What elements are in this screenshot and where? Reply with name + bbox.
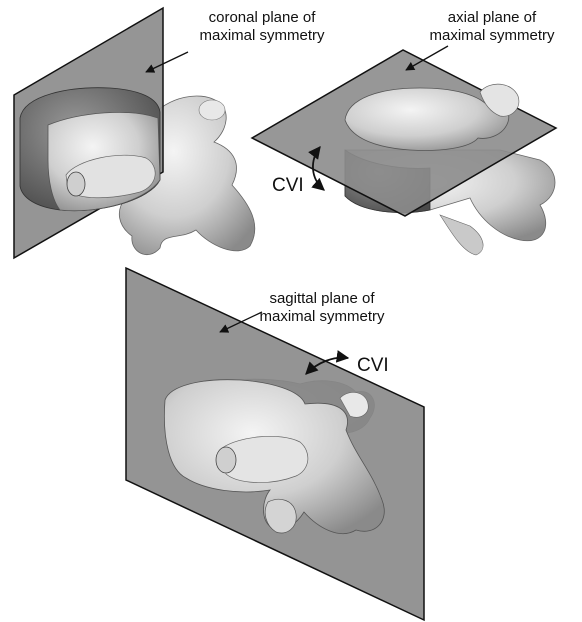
sagittal-panel: sagittal plane of maximal symmetry CVI xyxy=(126,268,424,620)
vertebral-body-coronal xyxy=(20,88,160,211)
sagittal-label-line2: maximal symmetry xyxy=(259,308,385,325)
axial-label-line2: maximal symmetry xyxy=(429,27,555,44)
coronal-label-line2: maximal symmetry xyxy=(199,27,325,44)
sagittal-cvi-label: CVI xyxy=(357,355,389,376)
coronal-label-line1: coronal plane of xyxy=(209,9,317,26)
axial-panel: axial plane of maximal symmetry CVI xyxy=(252,9,556,255)
axial-label-line1: axial plane of xyxy=(448,9,537,26)
axial-cvi-label: CVI xyxy=(272,175,304,196)
sagittal-label-line1: sagittal plane of xyxy=(269,290,375,307)
